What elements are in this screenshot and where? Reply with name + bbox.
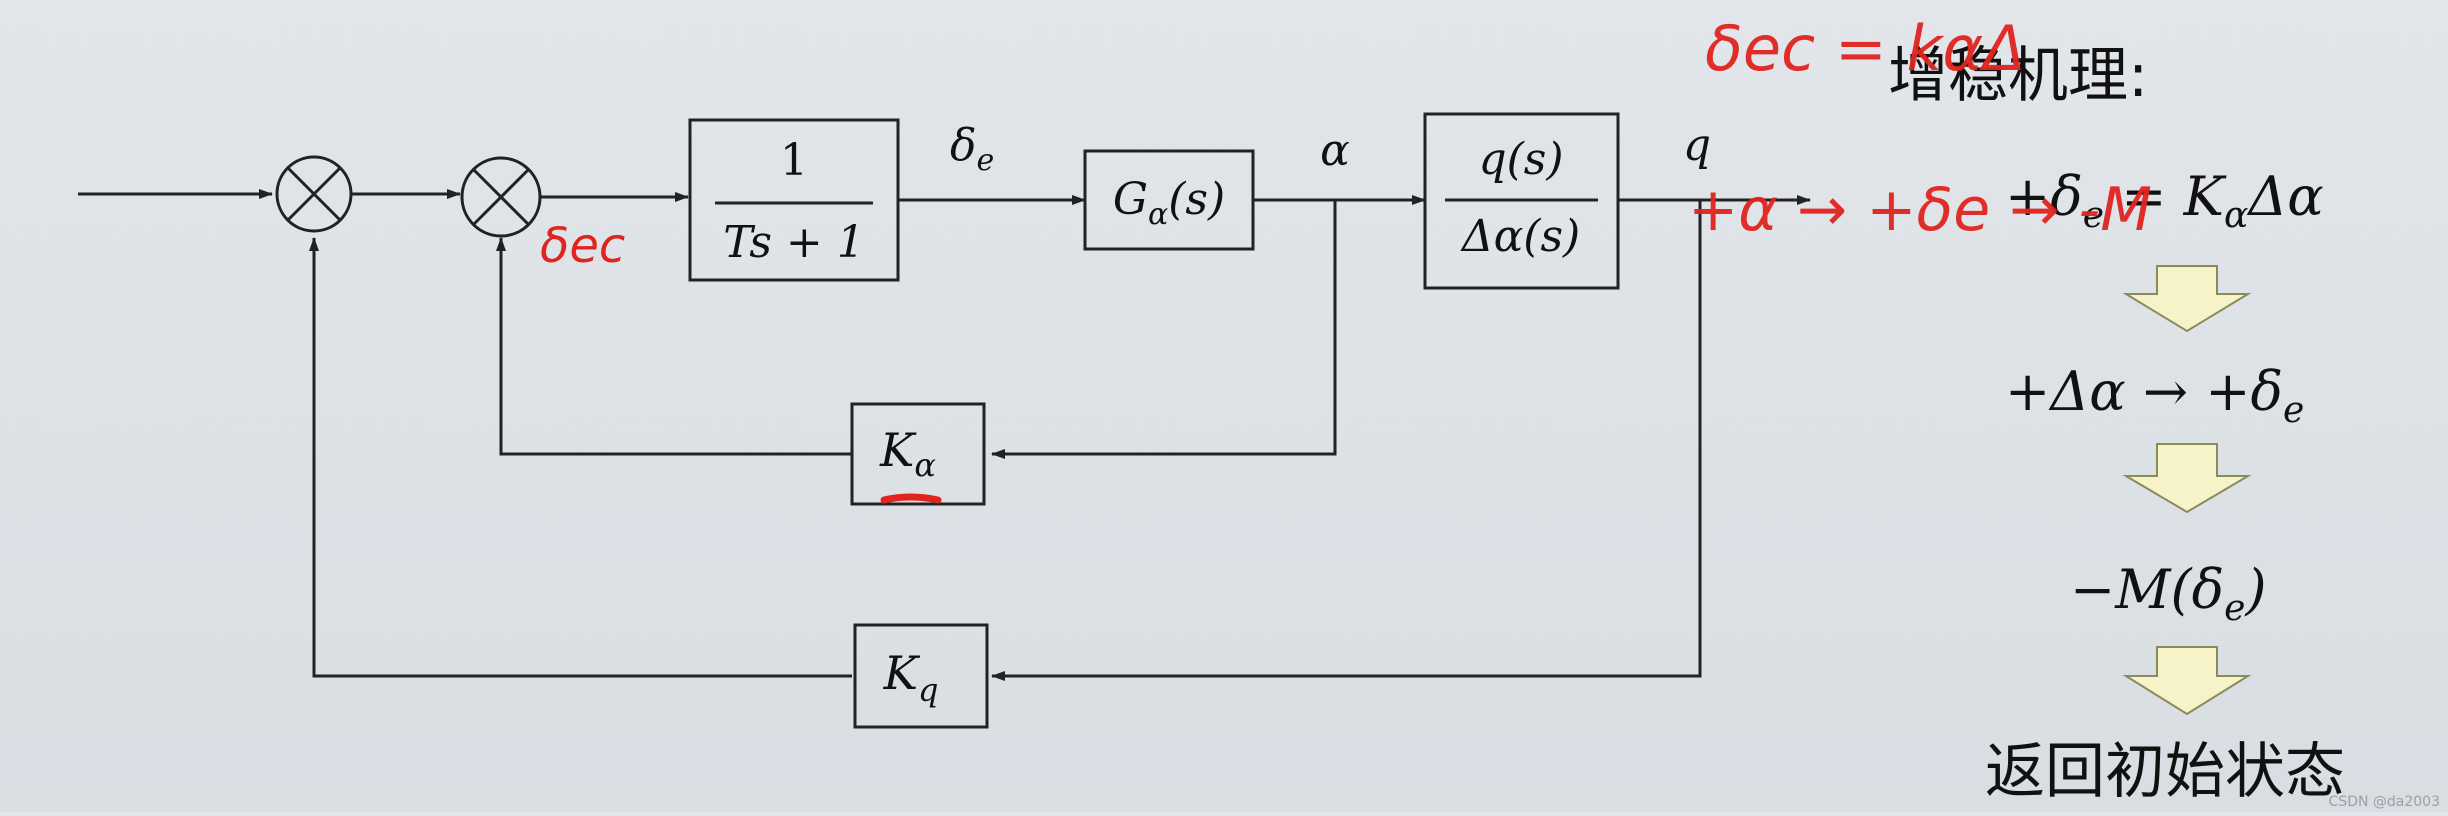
kq-to-sum1-line xyxy=(309,237,852,678)
alpha-label: α xyxy=(1320,125,1350,176)
k-alpha-block: Kα xyxy=(850,402,986,506)
mechanism-step4: 返回初始状态 xyxy=(1985,737,2345,807)
handwritten-top-formula: δec = kαΔ xyxy=(1705,12,2026,85)
mechanism-step2: +Δα → +δe xyxy=(2005,360,2304,431)
plant-block: q(s) Δα(s) xyxy=(1423,112,1620,290)
k-alpha-symbol: K xyxy=(879,423,917,477)
summing-junction-2 xyxy=(460,156,542,238)
g-alpha-subscript: α xyxy=(1148,197,1168,232)
k-q-symbol: K xyxy=(883,646,921,700)
svg-text:Gα(s): Gα(s) xyxy=(1113,174,1225,232)
lag-block: 1 Ts + 1 xyxy=(688,118,900,282)
svg-text:Kq: Kq xyxy=(883,646,939,709)
k-q-block: Kq xyxy=(853,623,989,729)
watermark: CSDN @da2003 xyxy=(2329,794,2440,810)
k-q-subscript: q xyxy=(918,671,938,709)
handwritten-chain: +α → +δe → -M xyxy=(1688,175,2152,245)
q-label: q xyxy=(1683,120,1711,171)
mechanism-step1: +δe = KαΔα xyxy=(2005,165,2324,236)
alpha-feedback-line xyxy=(991,200,1337,459)
mechanism-step3: −M(δe) xyxy=(2070,558,2267,629)
handwritten-sum-output-label: δec xyxy=(540,218,625,274)
plant-denominator: Δα(s) xyxy=(1460,211,1580,262)
svg-text:Kα: Kα xyxy=(879,423,936,484)
lag-denominator: Ts + 1 xyxy=(723,217,865,268)
plant-numerator: q(s) xyxy=(1478,134,1563,185)
k-alpha-red-underline xyxy=(880,493,942,504)
delta-e-label: δe xyxy=(950,120,994,178)
lag-numerator: 1 xyxy=(780,135,808,186)
g-alpha-symbol: G xyxy=(1113,174,1148,225)
q-feedback-line xyxy=(991,200,1702,681)
g-alpha-block: Gα(s) xyxy=(1083,149,1255,251)
kalpha-to-sum2-line xyxy=(496,237,852,456)
mechanism-title: 增稳机理: xyxy=(1888,41,2148,111)
k-alpha-subscript: α xyxy=(914,446,936,484)
down-arrow-1 xyxy=(2122,265,2252,333)
summing-junction-1 xyxy=(275,155,353,233)
down-arrow-2 xyxy=(2122,443,2252,514)
down-arrow-3 xyxy=(2122,646,2252,716)
g-alpha-arg: (s) xyxy=(1168,174,1225,225)
